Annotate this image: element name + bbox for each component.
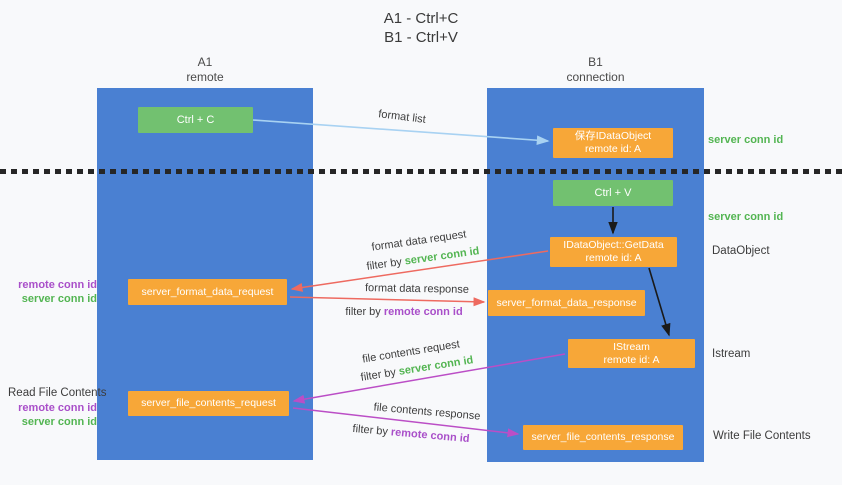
format-server-conn-id-label: server conn id — [21, 293, 97, 305]
lane-a1-role: remote — [186, 70, 224, 84]
node-idataobject-getdata: IDataObject::GetData remote id: A — [550, 237, 677, 267]
lane-b1-role: connection — [566, 70, 625, 84]
node-istream: IStream remote id: A — [568, 339, 695, 368]
istream-side-label: Istream — [712, 348, 751, 360]
server-conn-id-mid-label: server conn id — [708, 211, 784, 223]
format-list-arrow — [252, 119, 550, 145]
write-file-contents-label: Write File Contents — [713, 430, 811, 442]
save-idataobject-line2: remote id: A — [584, 143, 642, 155]
server-format-data-request-label: server_format_data_request — [141, 285, 274, 298]
save-idataobject-line1: 保存IDataObject — [574, 130, 652, 142]
title-line-1: A1 - Ctrl+C — [383, 10, 459, 27]
server-file-contents-request-label: server_file_contents_request — [141, 397, 276, 409]
dataobject-label: DataObject — [712, 245, 770, 257]
format-remote-conn-id-label: remote conn id — [18, 279, 97, 291]
ctrl-c-label: Ctrl + C — [176, 114, 215, 126]
format-data-response-label: format data response — [364, 282, 470, 296]
lane-header-b1: B1 connection — [487, 55, 704, 85]
session-divider-dashed-line — [0, 169, 842, 174]
server-file-contents-response-label: server_file_contents_response — [531, 431, 675, 443]
file-server-conn-id-label: server conn id — [21, 416, 97, 428]
lane-header-a1: A1 remote — [97, 55, 313, 85]
filter-by-text: filter by — [345, 306, 384, 318]
format-data-response-filter-label: filter by remote conn id — [345, 306, 462, 318]
getdata-line1: IDataObject::GetData — [563, 239, 664, 251]
lane-b1-name: B1 — [588, 55, 603, 69]
lane-a1-name: A1 — [197, 55, 213, 69]
getdata-line2: remote id: A — [585, 252, 642, 264]
read-file-contents-label: Read File Contents — [8, 387, 107, 399]
node-ctrl-c: Ctrl + C — [138, 107, 253, 133]
format-conn-id-pair: remote conn id server conn id — [14, 278, 97, 306]
istream-line2: remote id: A — [603, 353, 660, 366]
title-line-2: B1 - Ctrl+V — [384, 29, 458, 46]
filter-key-remote-conn-id: remote conn id — [383, 306, 463, 318]
file-conn-id-pair: remote conn id server conn id — [14, 401, 97, 429]
server-conn-id-top-label: server conn id — [708, 134, 784, 146]
node-server-format-data-response: server_format_data_response — [488, 290, 645, 316]
node-server-file-contents-response: server_file_contents_response — [523, 425, 683, 450]
istream-line1: IStream — [613, 340, 650, 353]
file-remote-conn-id-label: remote conn id — [18, 402, 97, 414]
node-server-file-contents-request: server_file_contents_request — [128, 391, 289, 416]
format-data-request-arrow — [290, 250, 549, 292]
server-format-data-response-label: server_format_data_response — [496, 296, 637, 309]
getdata-to-istream-arrow — [648, 267, 671, 337]
file-contents-request-arrow — [292, 353, 566, 404]
ctrl-v-label: Ctrl + V — [594, 187, 632, 199]
node-ctrl-v: Ctrl + V — [553, 180, 673, 206]
file-contents-response-arrow — [292, 407, 520, 438]
format-data-response-arrow — [289, 296, 486, 307]
diagram-title: A1 - Ctrl+C B1 - Ctrl+V — [0, 9, 842, 47]
node-save-idataobject: 保存IDataObject remote id: A — [553, 128, 673, 158]
node-server-format-data-request: server_format_data_request — [128, 279, 287, 305]
